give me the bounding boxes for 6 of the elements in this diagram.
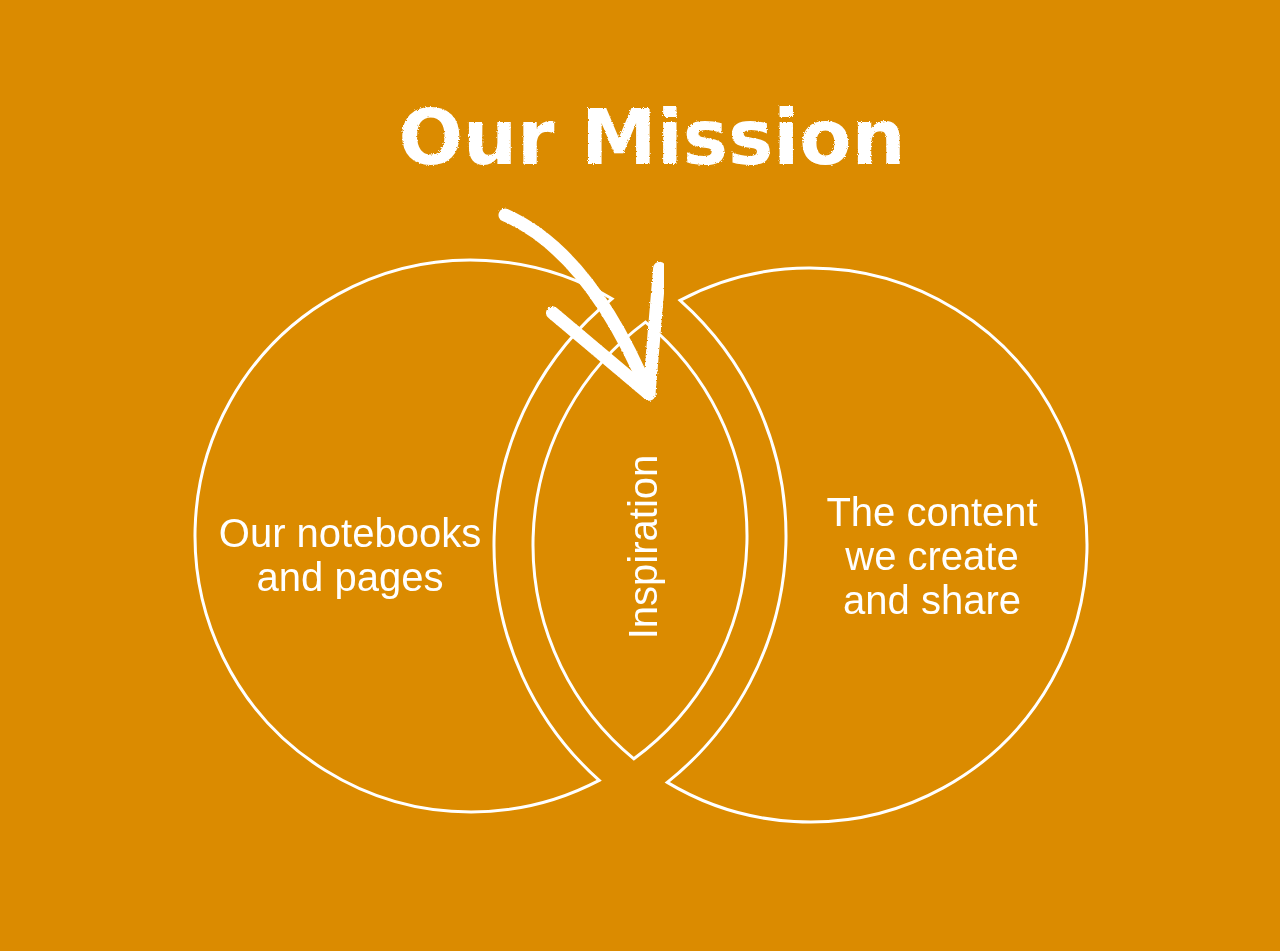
lens-label: Inspiration	[621, 454, 665, 640]
title: Our Mission	[398, 100, 906, 176]
arrow	[498, 208, 664, 401]
circle-label: Our notebooks and pages	[217, 511, 483, 599]
overlap-lens	[531, 320, 749, 761]
circle-label: The content we create and share	[825, 490, 1039, 622]
